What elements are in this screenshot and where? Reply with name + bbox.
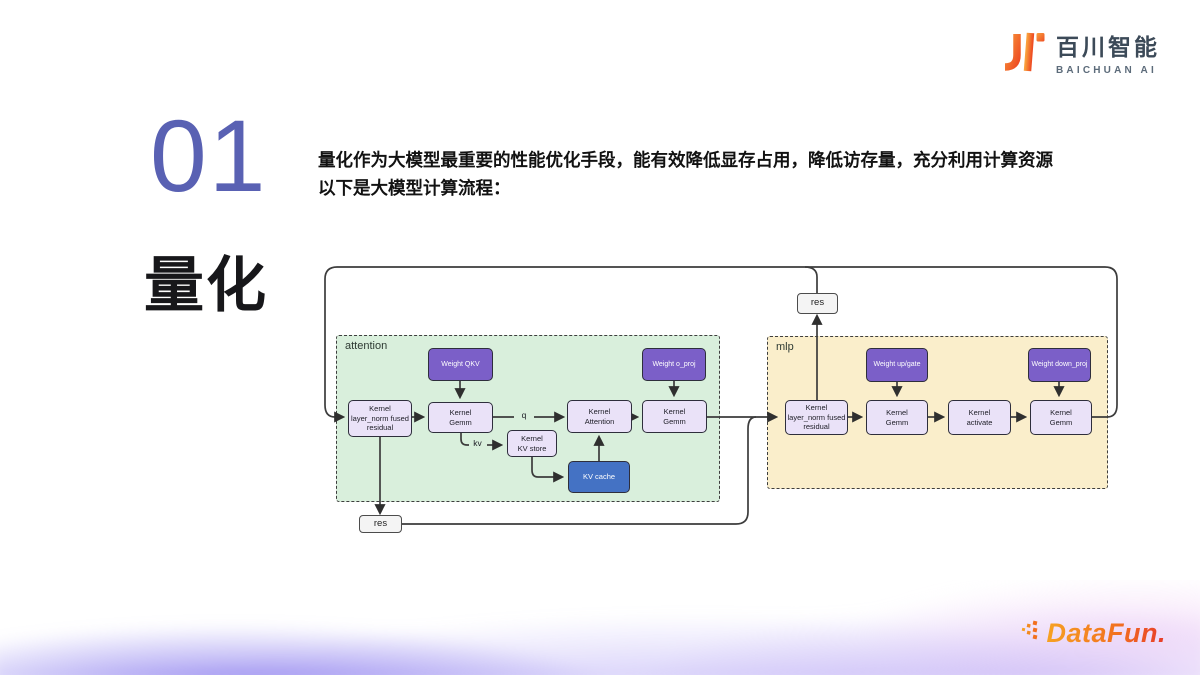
datafun-logo-text: DataFun. bbox=[1046, 618, 1166, 648]
node-kernel-attention: Kernel Attention bbox=[567, 400, 632, 433]
node-weight-up-gate: Weight up/gate bbox=[866, 348, 928, 382]
brand-logo: 百川智能 BAICHUAN AI bbox=[1001, 28, 1160, 76]
baichuan-logo-icon bbox=[1004, 32, 1045, 72]
attention-group-label: attention bbox=[345, 340, 388, 352]
edge-label-q: q bbox=[515, 410, 533, 421]
residual-loop-path bbox=[324, 266, 1118, 525]
flow-diagram: attention mlp bbox=[320, 258, 1130, 550]
mlp-group-label: mlp bbox=[776, 341, 794, 353]
section-title: 量化 bbox=[144, 252, 268, 319]
node-kernel-gemm-down: Kernel Gemm bbox=[1030, 400, 1092, 435]
section-number: 01 bbox=[150, 99, 268, 213]
node-kv-cache: KV cache bbox=[568, 461, 630, 493]
res-box-top: res bbox=[797, 293, 838, 314]
brand-name-chinese: 百川智能 bbox=[1056, 34, 1160, 60]
decorative-wave-gradient bbox=[0, 580, 1200, 675]
intro-text: 量化作为大模型最重要的性能优化手段，能有效降低显存占用，降低访存量，充分利用计算… bbox=[318, 147, 1140, 202]
node-kernel-layer-norm-attention: Kernel layer_norm fused residual bbox=[348, 400, 412, 437]
intro-line-1: 量化作为大模型最重要的性能优化手段，能有效降低显存占用，降低访存量，充分利用计算… bbox=[318, 150, 1053, 170]
flow-connectors bbox=[324, 266, 1118, 525]
brand-name-english: BAICHUAN AI bbox=[1056, 65, 1157, 76]
datafun-dots-icon bbox=[1022, 620, 1038, 640]
node-weight-o-proj: Weight o_proj bbox=[642, 348, 706, 381]
node-kernel-activate: Kernel activate bbox=[948, 400, 1011, 435]
res-box-bottom: res bbox=[359, 515, 402, 533]
node-kernel-layer-norm-mlp: Kernel layer_norm fused residual bbox=[785, 400, 848, 435]
weight-arrows bbox=[454, 381, 1065, 400]
node-kernel-gemm-o: Kernel Gemm bbox=[642, 400, 707, 433]
brand-name: 百川智能 BAICHUAN AI bbox=[1056, 28, 1160, 76]
node-kernel-gemm-up: Kernel Gemm bbox=[866, 400, 928, 435]
node-kernel-kv-store: Kernel KV store bbox=[507, 430, 557, 457]
node-weight-qkv: Weight QKV bbox=[428, 348, 493, 381]
datafun-logo: DataFun. bbox=[1021, 618, 1166, 649]
edge-label-kv: kv bbox=[469, 438, 486, 449]
node-kernel-gemm-qkv: Kernel Gemm bbox=[428, 402, 493, 433]
decorative-wave bbox=[0, 580, 1200, 675]
kv-cache-path bbox=[460, 433, 605, 483]
node-weight-down-proj: Weight down_proj bbox=[1028, 348, 1091, 382]
intro-line-2: 以下是大模型计算流程： bbox=[318, 177, 511, 198]
